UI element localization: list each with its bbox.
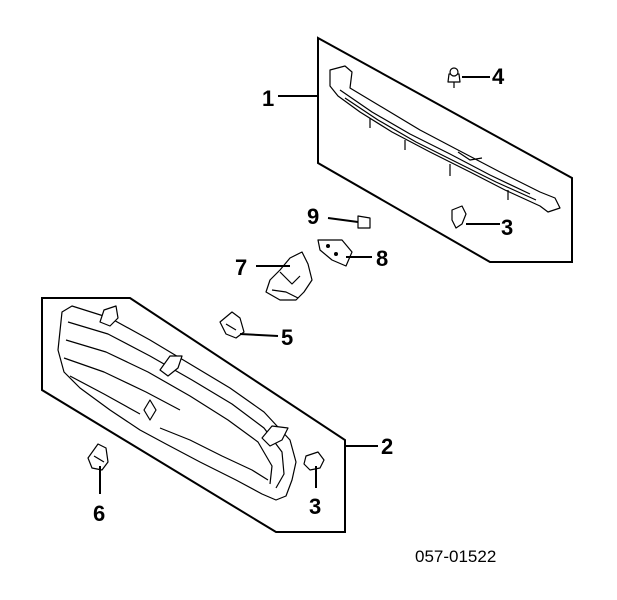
bracket-7-edge-2 [271,289,299,299]
bracket-8-hole-1 [326,244,330,248]
grille-bar-1 [67,321,285,489]
callout-5: 5 [281,325,293,350]
grille-emblem-part [143,399,157,421]
upper-molding-notch [457,151,483,161]
callout-labels: 1 2 3 3 4 5 6 7 8 9 [93,64,513,526]
upper-panel-frame [317,36,573,263]
callout-9: 9 [307,204,319,229]
grille-tab-2 [159,355,183,377]
bracket-5-edge [225,323,237,331]
bracket-7-part [265,251,313,301]
clip-3-upper-part [451,205,467,229]
upper-molding-edge-2 [344,97,537,201]
upper-molding-part [329,65,561,213]
leader-5 [239,333,279,337]
screw-9-part [327,215,371,229]
callout-1: 1 [262,86,274,111]
upper-molding-edge [339,89,531,195]
clip-4-part [447,67,461,88]
grille-tab-3 [261,425,289,447]
bracket-7-edge [279,271,301,285]
upper-panel-group [317,36,573,263]
lower-panel-group [41,297,346,533]
grille-bar-2 [65,339,273,485]
grille-bar-5 [69,375,141,415]
bracket-8-hole-2 [334,252,338,256]
callout-6: 6 [93,501,105,526]
loose-parts-group [87,215,371,471]
callout-3-lower: 3 [309,494,321,519]
grille-body-part [57,305,297,501]
clip-3-lower-part [303,451,325,471]
lower-panel-frame [41,297,346,533]
callout-4: 4 [492,64,505,89]
bracket-5-part [219,311,245,339]
bracket-6-part [87,443,109,471]
bracket-6-edge [93,455,105,463]
callout-8: 8 [376,246,388,271]
diagram-part-number: 057-01522 [415,547,496,566]
grille-bar-3 [63,357,181,411]
callout-2: 2 [381,434,393,459]
grille-tab-1 [99,305,119,327]
leader-lines [99,76,500,494]
callout-7: 7 [235,255,247,280]
callout-3-upper: 3 [501,215,513,240]
grille-bar-4 [159,427,269,481]
